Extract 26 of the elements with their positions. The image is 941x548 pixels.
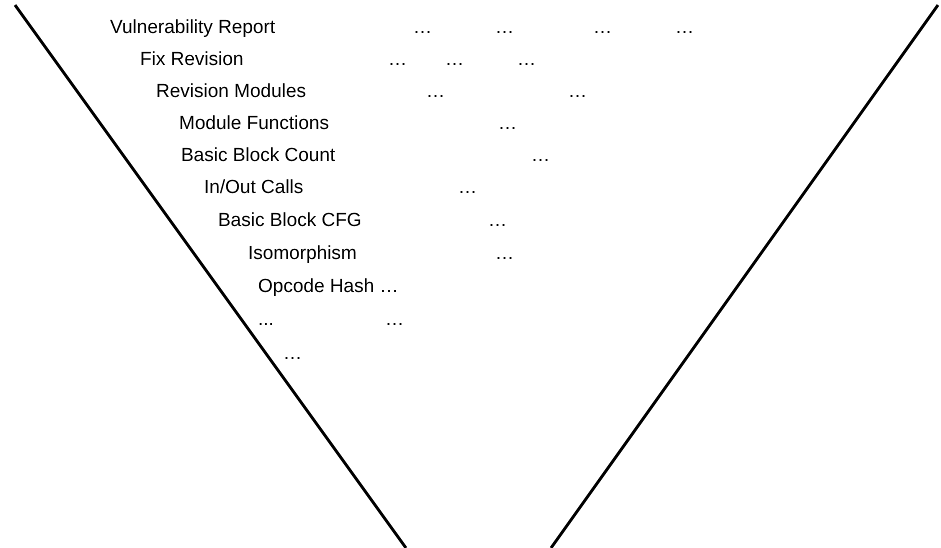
ellipsis-text: … <box>517 49 536 71</box>
ellipsis-text: … <box>568 81 587 103</box>
level-label: Module Functions <box>179 113 329 135</box>
level-label: Basic Block Count <box>181 145 336 167</box>
level-label: Basic Block CFG <box>218 210 362 232</box>
ellipsis-text: ... <box>258 309 274 331</box>
ellipsis-text: … <box>675 17 694 39</box>
level-label: Fix Revision <box>140 49 244 71</box>
ellipsis-text: … <box>531 145 550 167</box>
level-label: Isomorphism <box>248 243 357 265</box>
level-label: Opcode Hash … <box>258 276 398 298</box>
level-label: In/Out Calls <box>204 177 304 199</box>
ellipsis-text: … <box>445 49 464 71</box>
ellipsis-text: … <box>385 309 404 331</box>
ellipsis-text: … <box>593 17 612 39</box>
ellipsis-text: … <box>413 17 432 39</box>
level-label: Vulnerability Report <box>110 17 276 39</box>
ellipsis-text: … <box>426 81 445 103</box>
level-label: Revision Modules <box>156 81 306 103</box>
ellipsis-text: … <box>498 113 517 135</box>
ellipsis-text: … <box>495 17 514 39</box>
ellipsis-text: … <box>283 343 302 365</box>
ellipsis-text: … <box>458 177 477 199</box>
ellipsis-text: … <box>388 49 407 71</box>
ellipsis-text: … <box>495 243 514 265</box>
ellipsis-text: … <box>488 210 507 232</box>
